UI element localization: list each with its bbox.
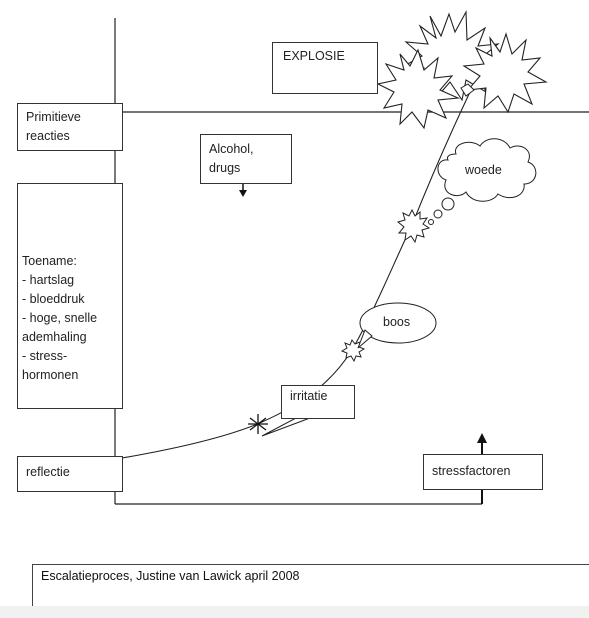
toename-item: - stress- xyxy=(22,349,68,363)
caption-box: Escalatieproces, Justine van Lawick apri… xyxy=(32,564,589,608)
primitieve-reacties-label: Primitieve reacties xyxy=(26,110,81,143)
alcohol-arrow-head xyxy=(239,190,247,197)
explosion-burst-icon xyxy=(376,9,548,130)
irritation-spark-icon xyxy=(248,414,268,434)
woede-label: woede xyxy=(465,163,502,177)
toename-item: - bloeddruk xyxy=(22,292,85,306)
boos-label: boos xyxy=(383,315,411,329)
explosion-curve-tip-icon xyxy=(460,83,475,97)
irritatie-box: irritatie xyxy=(281,385,355,419)
explosie-label: EXPLOSIE xyxy=(283,49,345,63)
toename-item: - hoge, snelle xyxy=(22,311,98,325)
toename-item: hormonen xyxy=(22,368,79,382)
alcohol-drugs-box: Alcohol, drugs xyxy=(200,134,292,184)
stressfactoren-box: stressfactoren xyxy=(423,454,543,490)
primitieve-reacties-box: Primitieve reacties xyxy=(17,103,123,151)
woede-burst-icon xyxy=(396,208,431,244)
boos-bubble xyxy=(359,302,437,344)
reflectie-label: reflectie xyxy=(26,465,70,479)
boos-bubble-tail xyxy=(357,329,373,349)
toename-box: Toename: - hartslag - bloeddruk - hoge, … xyxy=(17,183,123,409)
stressfactoren-label: stressfactoren xyxy=(432,464,511,478)
caption-text: Escalatieproces, Justine van Lawick apri… xyxy=(41,569,300,583)
woede-cloud-bubble xyxy=(428,138,537,225)
toename-item: - hartslag xyxy=(22,273,75,287)
bottom-strip xyxy=(0,606,589,618)
reflectie-box: reflectie xyxy=(17,456,123,492)
irritatie-label: irritatie xyxy=(290,389,328,403)
toename-title: Toename: xyxy=(22,254,77,268)
irritatie-bubble-tail xyxy=(261,417,311,437)
alcohol-drugs-label: Alcohol, drugs xyxy=(209,142,254,175)
toename-item: ademhaling xyxy=(22,330,87,344)
stressfactoren-arrow-head xyxy=(477,433,487,443)
explosie-box: EXPLOSIE xyxy=(272,42,378,94)
